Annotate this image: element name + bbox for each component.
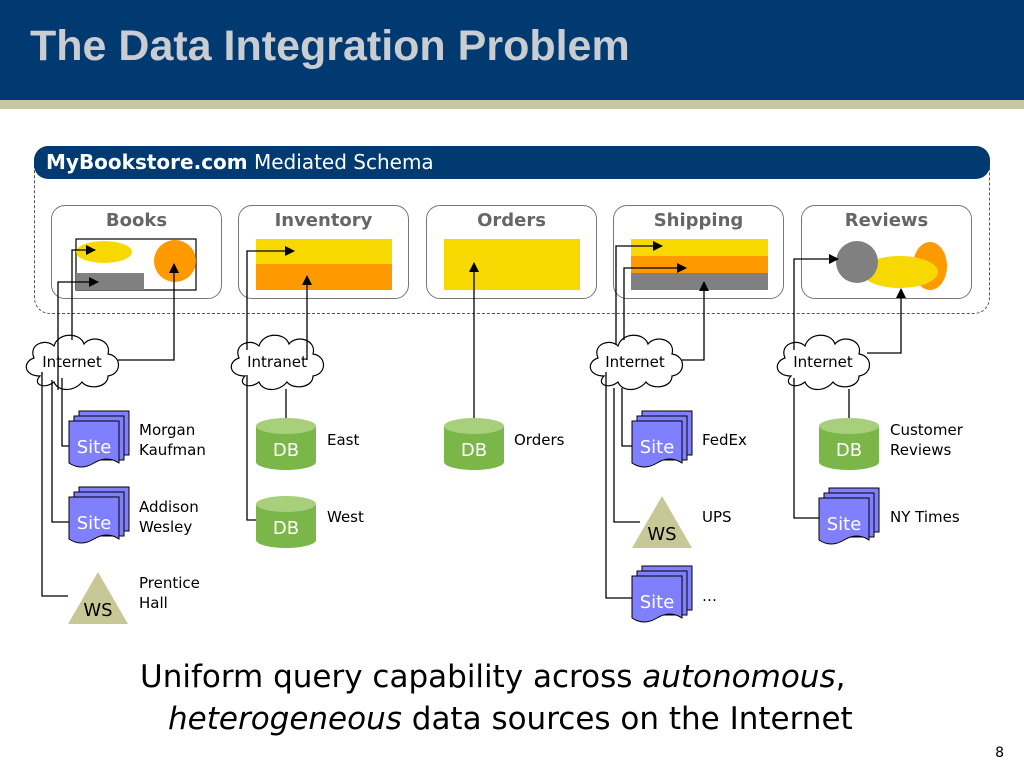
- books-connectors: [41, 245, 179, 597]
- orders-yellow-bar: [444, 239, 580, 290]
- site-badge-addison-wesley: Site: [76, 513, 112, 534]
- network-label-internet-1: Internet: [42, 353, 102, 371]
- source-label-fedex: FedEx: [702, 431, 747, 449]
- table-box-shipping: [613, 205, 784, 299]
- mediated-schema-header: MyBookstore.com Mediated Schema: [34, 146, 990, 179]
- db-badge-orders: DB: [460, 440, 488, 461]
- title-stripe: [0, 100, 1024, 109]
- reviews-connectors: [793, 254, 906, 519]
- page-number: 8: [995, 745, 1004, 761]
- schema-site-name: MyBookstore.com: [46, 150, 248, 174]
- table-label-orders: Orders: [477, 210, 546, 231]
- ws-badge-ups: WS: [647, 524, 677, 545]
- network-label-intranet: Intranet: [247, 353, 307, 371]
- site-badge-ny-times: Site: [826, 514, 862, 535]
- network-label-internet-2: Internet: [605, 353, 665, 371]
- shipping-orange-bar: [631, 256, 768, 273]
- source-label-more: …: [702, 587, 717, 605]
- shipping-yellow-bar: [631, 239, 768, 256]
- db-badge-east: DB: [272, 440, 300, 461]
- table-box-orders: [426, 205, 597, 299]
- books-yellow-ellipse: [76, 241, 132, 263]
- caption: Uniform query capability across autonomo…: [140, 656, 853, 740]
- slide-title: The Data Integration Problem: [30, 22, 630, 70]
- table-box-reviews: [801, 205, 972, 299]
- table-box-books: [51, 205, 222, 299]
- books-orange-circle: [154, 240, 196, 282]
- shipping-connectors: [605, 241, 709, 599]
- source-label-east: East: [327, 431, 360, 449]
- site-badge-more: Site: [639, 592, 675, 613]
- db-badge-west: DB: [272, 518, 300, 539]
- table-label-inventory: Inventory: [274, 210, 373, 231]
- reviews-gray-circle: [836, 241, 878, 283]
- table-box-inventory: [238, 205, 409, 299]
- inventory-orange-bar: [256, 264, 392, 290]
- source-label-ny-times: NY Times: [890, 508, 960, 526]
- network-label-internet-3: Internet: [793, 353, 853, 371]
- table-label-shipping: Shipping: [653, 210, 744, 231]
- table-label-reviews: Reviews: [844, 210, 929, 231]
- site-badge-fedex: Site: [639, 437, 675, 458]
- title-bar: [0, 0, 1024, 100]
- db-badge-customer-reviews: DB: [835, 440, 863, 461]
- shipping-gray-bar: [631, 273, 768, 290]
- source-label-orders: Orders: [514, 431, 565, 449]
- inventory-connectors: [246, 246, 312, 521]
- caption-line-2: heterogeneous data sources on the Intern…: [168, 701, 853, 737]
- site-badge-morgan-kaufman: Site: [76, 437, 112, 458]
- caption-line-1: Uniform query capability across autonomo…: [140, 659, 846, 695]
- source-label-west: West: [327, 508, 364, 526]
- table-label-books: Books: [105, 210, 168, 231]
- schema-label: Mediated Schema: [254, 150, 434, 174]
- source-label-ups: UPS: [702, 508, 732, 526]
- ws-badge-prentice-hall: WS: [83, 600, 113, 621]
- reviews-yellow-ellipse: [862, 256, 938, 288]
